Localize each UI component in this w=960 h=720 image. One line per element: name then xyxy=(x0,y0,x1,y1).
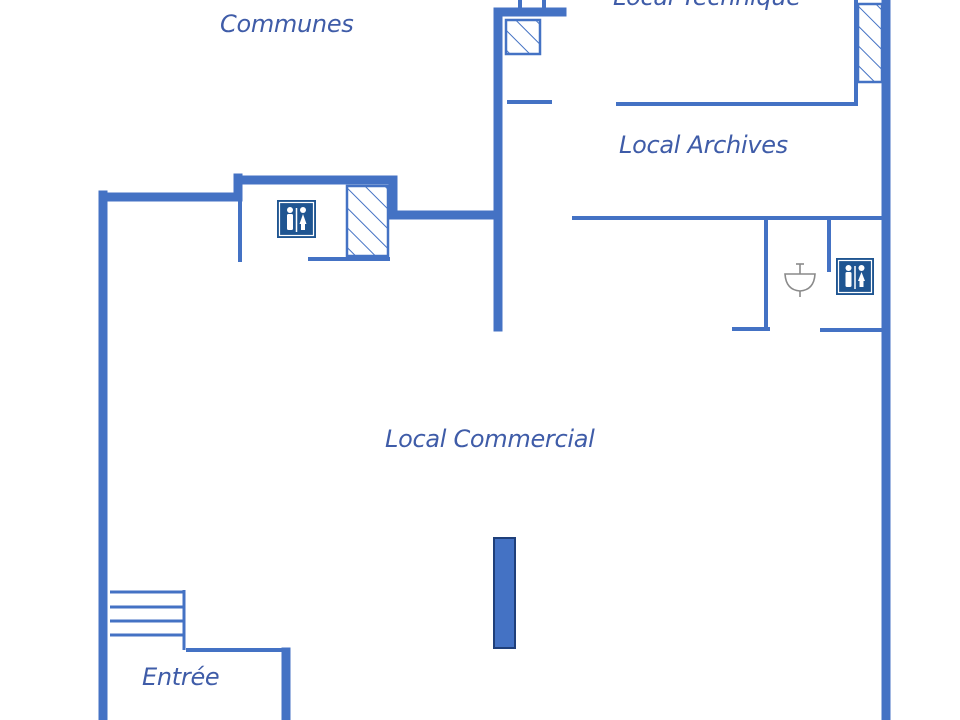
hatched-duct-wc xyxy=(345,184,390,258)
hatched-duct-icon xyxy=(345,2,884,258)
hatched-duct-top-center xyxy=(504,18,542,56)
pillar-icon xyxy=(493,537,516,649)
room-label-communes: Communes xyxy=(220,10,354,38)
hatched-duct-top-right xyxy=(856,2,884,84)
room-label-entree: Entrée xyxy=(142,663,220,691)
walls-thick xyxy=(98,0,891,720)
restroom-icon xyxy=(277,200,316,238)
walls-thin xyxy=(186,0,884,652)
stairs-icon xyxy=(110,590,186,650)
restroom-icon-2 xyxy=(836,258,874,295)
room-label-local-technique: Local Technique xyxy=(613,0,801,11)
room-label-local-commercial: Local Commercial xyxy=(385,425,595,453)
sink-icon xyxy=(784,263,816,297)
room-label-local-archives: Local Archives xyxy=(619,131,788,159)
